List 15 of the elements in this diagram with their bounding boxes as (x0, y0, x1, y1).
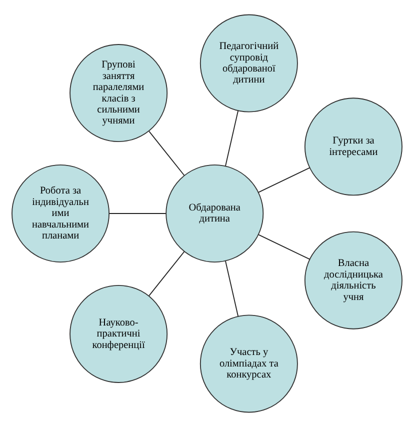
connector (258, 234, 310, 260)
node-circle: Участь у олімпіадах та конкурсах (200, 314, 298, 412)
connector (225, 260, 239, 316)
node-circle: Обдарована дитина (166, 164, 264, 262)
node-circle: Робота за індивідуальн ими навчальними планами (12, 164, 110, 262)
node-circle: Гуртки за інтересами (304, 97, 402, 196)
node-circle: Науково-практичні конференції (70, 284, 168, 382)
connector (258, 166, 310, 192)
node-circle: Групові заняття паралелями класів з сильними учнями (70, 44, 168, 142)
connector (108, 212, 166, 214)
node-circle: Власна дослідницька діяльність учня (304, 230, 402, 329)
node-circle: Педагогічний супровід обдарованої дитини (200, 14, 298, 112)
connector (148, 250, 185, 296)
connector (148, 130, 185, 176)
connector (225, 110, 239, 166)
